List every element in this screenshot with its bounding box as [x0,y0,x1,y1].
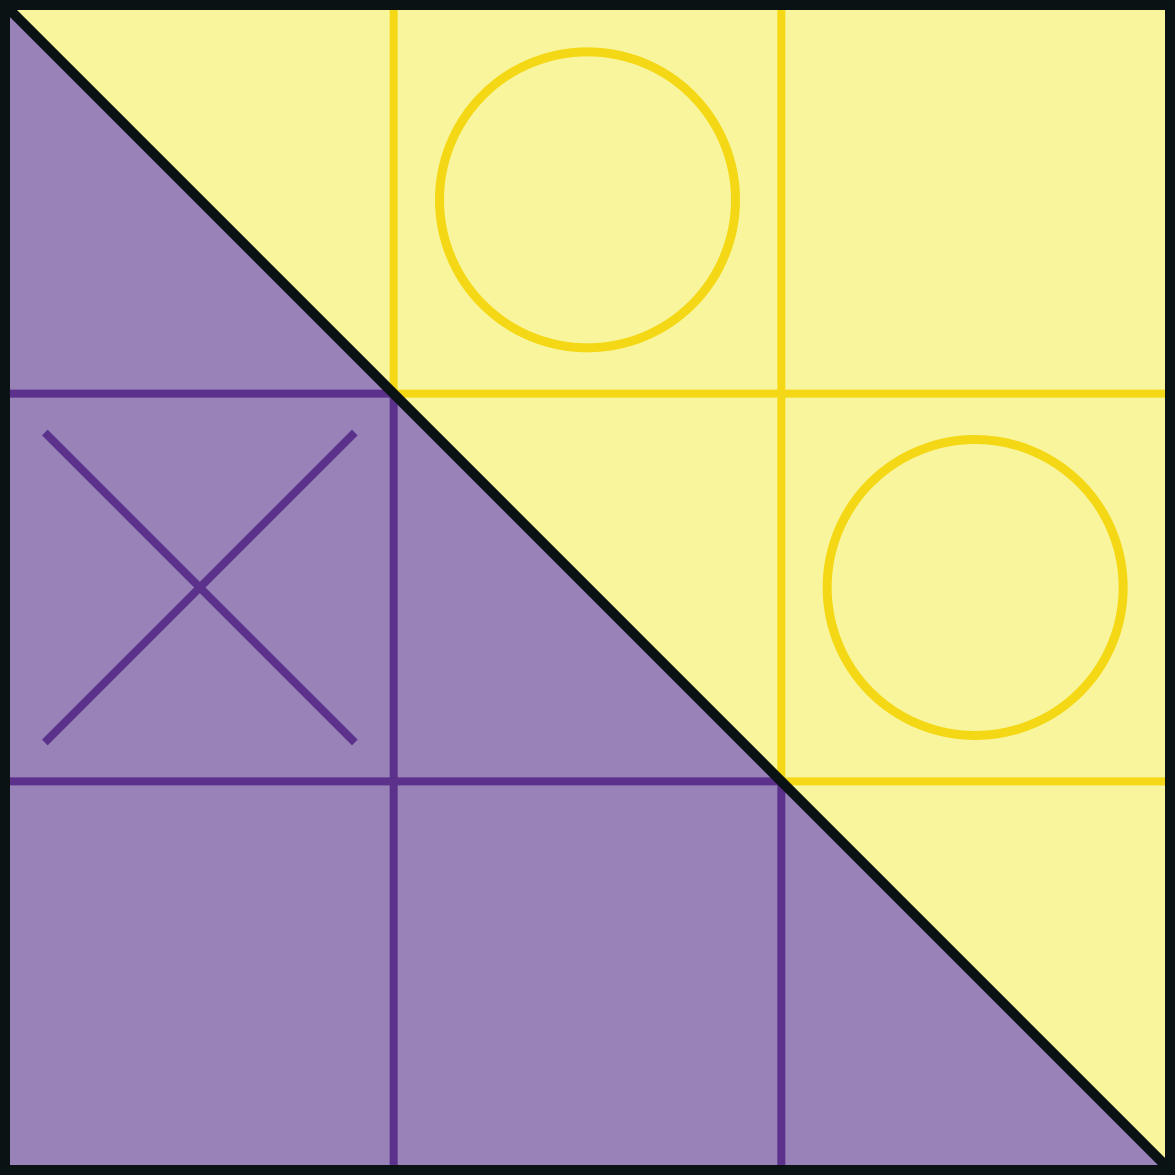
cell-r0-c1[interactable] [394,6,782,394]
x-mark-icon [42,429,358,746]
marks [42,47,1128,746]
cell-r0-c2[interactable] [781,6,1169,394]
cell-r2-c1[interactable] [394,781,782,1169]
o-mark-icon [822,435,1128,740]
cell-r1-c2[interactable] [781,394,1169,782]
o-mark-icon [435,47,740,353]
x-stroke-2 [42,429,358,746]
cell-r2-c0[interactable] [6,781,394,1169]
